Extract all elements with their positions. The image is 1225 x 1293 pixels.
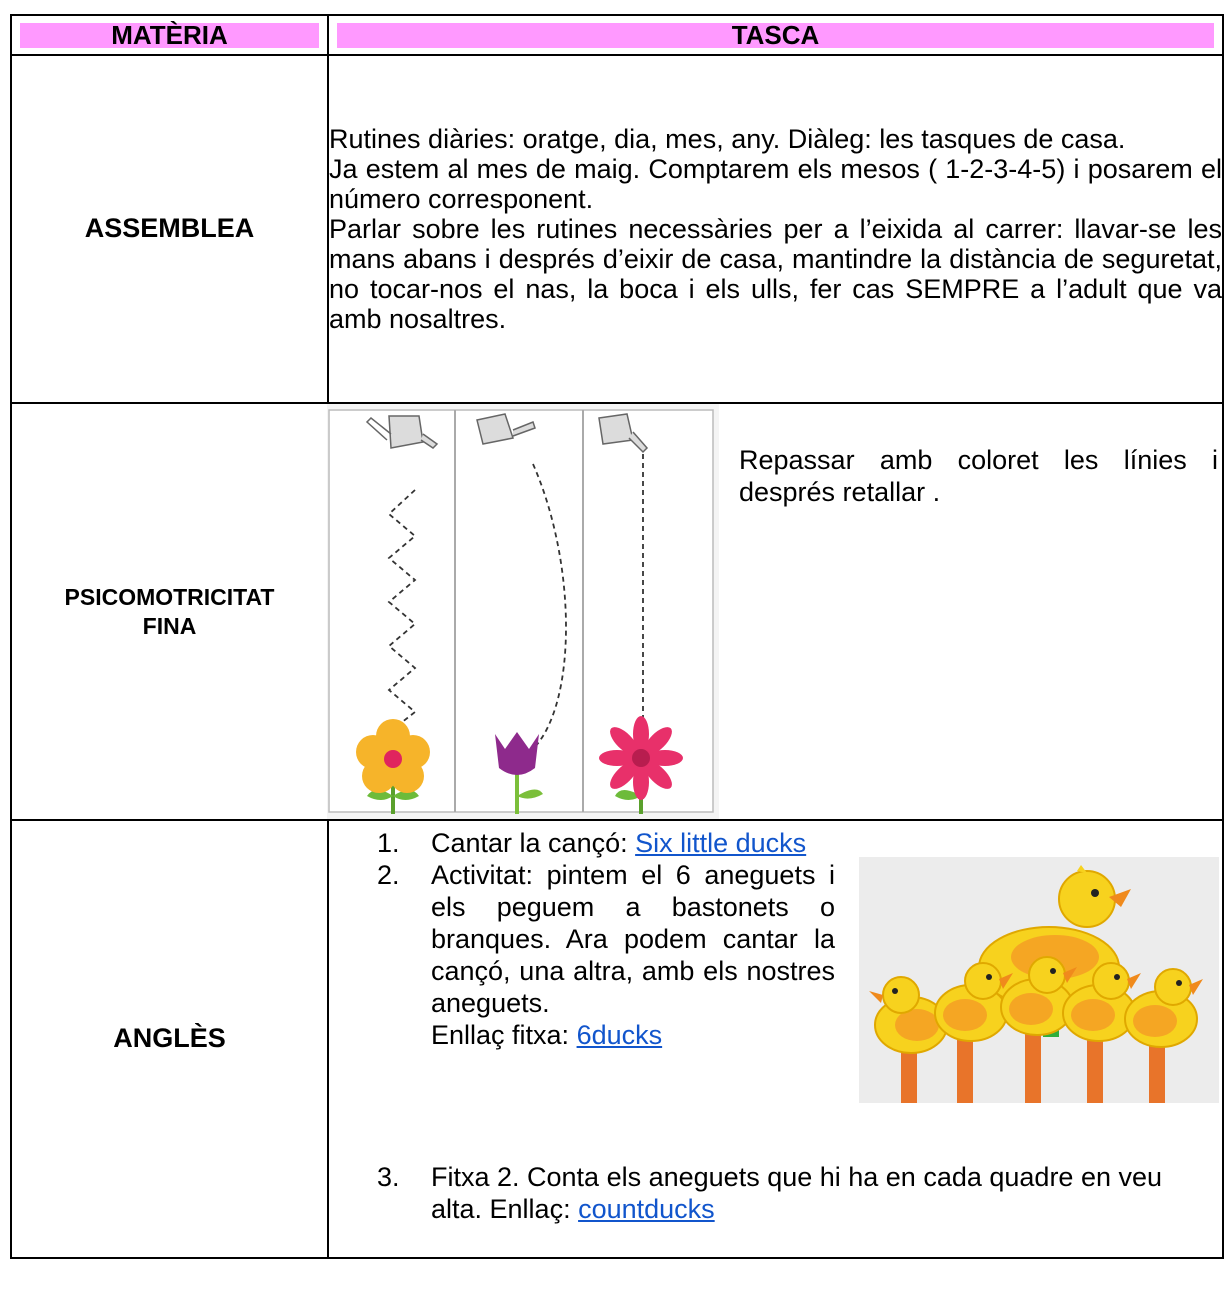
tracing-worksheet-image — [327, 404, 719, 819]
small-duck-icon — [869, 976, 948, 1054]
row-psicomotricitat: PSICOMOTRICITAT FINA — [10, 402, 1224, 821]
step-2-number: 2. — [377, 860, 400, 890]
step-1-text: Cantar la cançó: — [431, 828, 636, 858]
psicomotricitat-instructions: Repassar amb coloret les línies i despré… — [739, 445, 1218, 507]
header-cell-materia: MATÈRIA — [10, 14, 329, 56]
subject-assemblea: ASSEMBLEA — [10, 54, 329, 404]
step-1-number: 1. — [377, 828, 400, 858]
orange-flower-icon — [356, 719, 430, 814]
angles-steps-list: 1. Cantar la cançó: Six little ducks 2. … — [377, 827, 835, 1051]
task-angles: 1. Cantar la cançó: Six little ducks 2. … — [327, 819, 1224, 1259]
subject-psicomotricitat-line2: FINA — [142, 612, 197, 639]
subject-psicomotricitat: PSICOMOTRICITAT FINA — [10, 402, 329, 821]
watering-can-icon — [598, 413, 649, 454]
header-materia: MATÈRIA — [20, 20, 319, 50]
step-2-text: Activitat: pintem el 6 aneguets i els pe… — [431, 860, 835, 1018]
step-3: 3. Fitxa 2. Conta els aneguets que hi ha… — [377, 1161, 1214, 1225]
watering-can-icon — [365, 415, 439, 449]
small-duck-icon — [1000, 956, 1077, 1036]
row-angles: ANGLÈS 1. Cantar la cançó: Six little du… — [10, 819, 1224, 1259]
row-assemblea: ASSEMBLEA Rutines diàries: oratge, dia, … — [10, 54, 1224, 404]
tulip-icon — [495, 732, 543, 814]
pink-flower-icon — [599, 716, 683, 814]
small-duck-icon — [934, 962, 1013, 1042]
task-psicomotricitat: Repassar amb coloret les línies i despré… — [327, 402, 1224, 821]
header-cell-tasca: TASCA — [327, 14, 1224, 56]
assemblea-paragraph-1: Rutines diàries: oratge, dia, mes, any. … — [329, 124, 1126, 154]
duck-puppets-image — [859, 857, 1219, 1103]
step-2-link-label: Enllaç fitxa: — [431, 1020, 577, 1050]
step-1: 1. Cantar la cançó: Six little ducks — [377, 827, 835, 859]
watering-can-icon — [476, 413, 536, 445]
step-3-text: Fitxa 2. Conta els aneguets que hi ha en… — [431, 1162, 1163, 1224]
header-row: MATÈRIA TASCA — [10, 14, 1224, 56]
activities-table: MATÈRIA TASCA ASSEMBLEA Rutines diàries:… — [10, 14, 1224, 1259]
subject-psicomotricitat-line1: PSICOMOTRICITAT — [64, 583, 275, 610]
small-duck-icon — [1062, 962, 1141, 1042]
six-little-ducks-link[interactable]: Six little ducks — [635, 828, 807, 858]
assemblea-paragraph-3: Parlar sobre les rutines necessàries per… — [329, 214, 1222, 334]
zigzag-path — [386, 489, 417, 735]
step-2: 2. Activitat: pintem el 6 aneguets i els… — [377, 859, 835, 1051]
step-3-number: 3. — [377, 1162, 400, 1192]
subject-angles: ANGLÈS — [10, 819, 329, 1259]
6ducks-link[interactable]: 6ducks — [576, 1020, 663, 1050]
task-assemblea: Rutines diàries: oratge, dia, mes, any. … — [327, 54, 1224, 404]
assemblea-paragraph-2: Ja estem al mes de maig. Comptarem els m… — [329, 154, 1222, 214]
header-tasca: TASCA — [337, 20, 1214, 50]
countducks-link[interactable]: countducks — [578, 1194, 715, 1224]
small-duck-icon — [1124, 968, 1203, 1048]
